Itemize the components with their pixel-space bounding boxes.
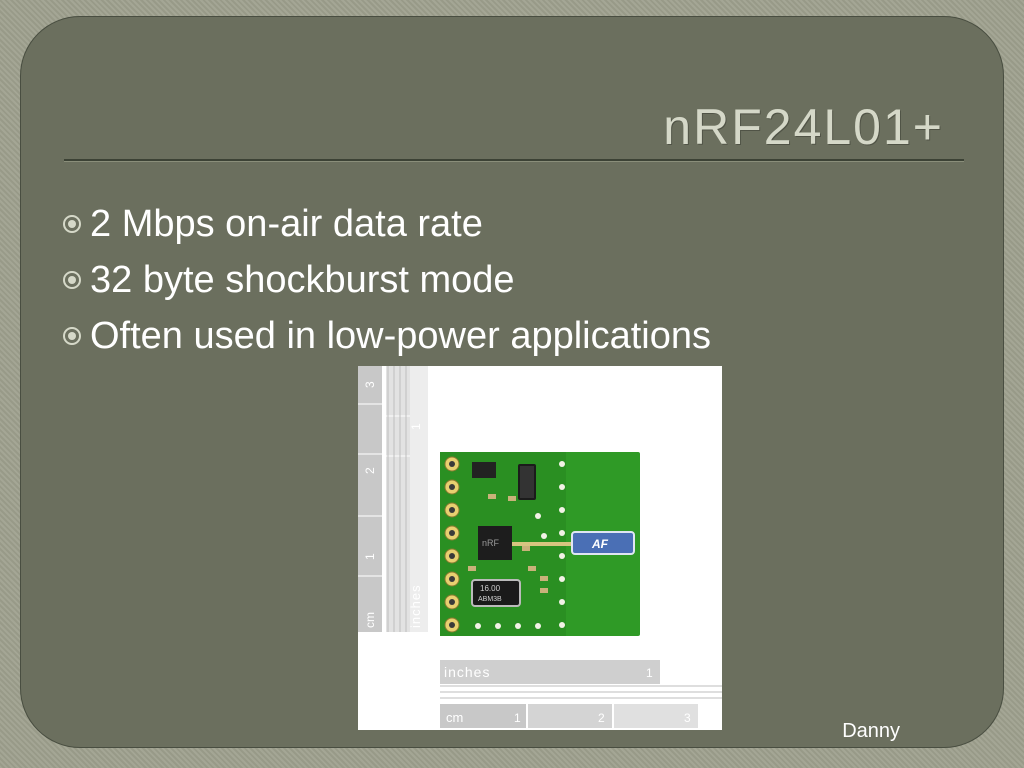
bullet-item: 32 byte shockburst mode: [62, 252, 711, 308]
left-ruler: 3 2 1 cm 1 inches: [358, 366, 428, 632]
circle-bullet-icon: [62, 214, 82, 234]
left-ruler-cm-unit: cm: [363, 612, 377, 628]
bottom-ruler: inches 1 cm 1 2 3: [440, 660, 722, 728]
bullet-item: 2 Mbps on-air data rate: [62, 196, 711, 252]
crystal-label: 16.00: [480, 584, 501, 593]
bullet-text: Often used in low-power applications: [90, 314, 712, 357]
nrf24l01-module-photo: 3 2 1 cm 1 inches inches 1 cm: [358, 366, 722, 730]
left-ruler-cm-2: 2: [363, 467, 377, 474]
chip-label: nRF: [482, 538, 500, 548]
bottom-ruler-cm-3: 3: [684, 711, 691, 725]
bullet-text: 32 byte shockburst mode: [90, 258, 515, 301]
footer-author: Danny: [842, 720, 900, 742]
bullet-item: Often used in low-power applications: [62, 308, 711, 364]
left-ruler-cm-3: 3: [363, 381, 377, 388]
circle-bullet-icon: [62, 270, 82, 290]
left-ruler-cm-1: 1: [363, 553, 377, 560]
title-divider: [64, 159, 964, 162]
antenna-label: AF: [591, 537, 609, 551]
bullet-text: 2 Mbps on-air data rate: [90, 202, 483, 245]
bottom-ruler-cm-2: 2: [598, 711, 605, 725]
slide-panel: nRF24L01+ 2 Mbps on-air data rate 32 byt…: [20, 16, 1004, 748]
bottom-ruler-cm-unit: cm: [446, 710, 463, 725]
slide-title: nRF24L01+: [663, 99, 944, 155]
left-ruler-inch-unit: inches: [408, 584, 423, 628]
bottom-ruler-inch-1: 1: [646, 666, 653, 680]
bottom-ruler-inch-unit: inches: [444, 664, 490, 680]
circle-bullet-icon: [62, 326, 82, 346]
bottom-ruler-cm-1: 1: [514, 711, 521, 725]
pcb-board: nRF 16.00 ABM3B AF: [440, 452, 640, 636]
left-ruler-inch-1: 1: [409, 423, 423, 430]
crystal-sub-label: ABM3B: [478, 596, 502, 603]
bullet-list: 2 Mbps on-air data rate 32 byte shockbur…: [62, 196, 711, 364]
